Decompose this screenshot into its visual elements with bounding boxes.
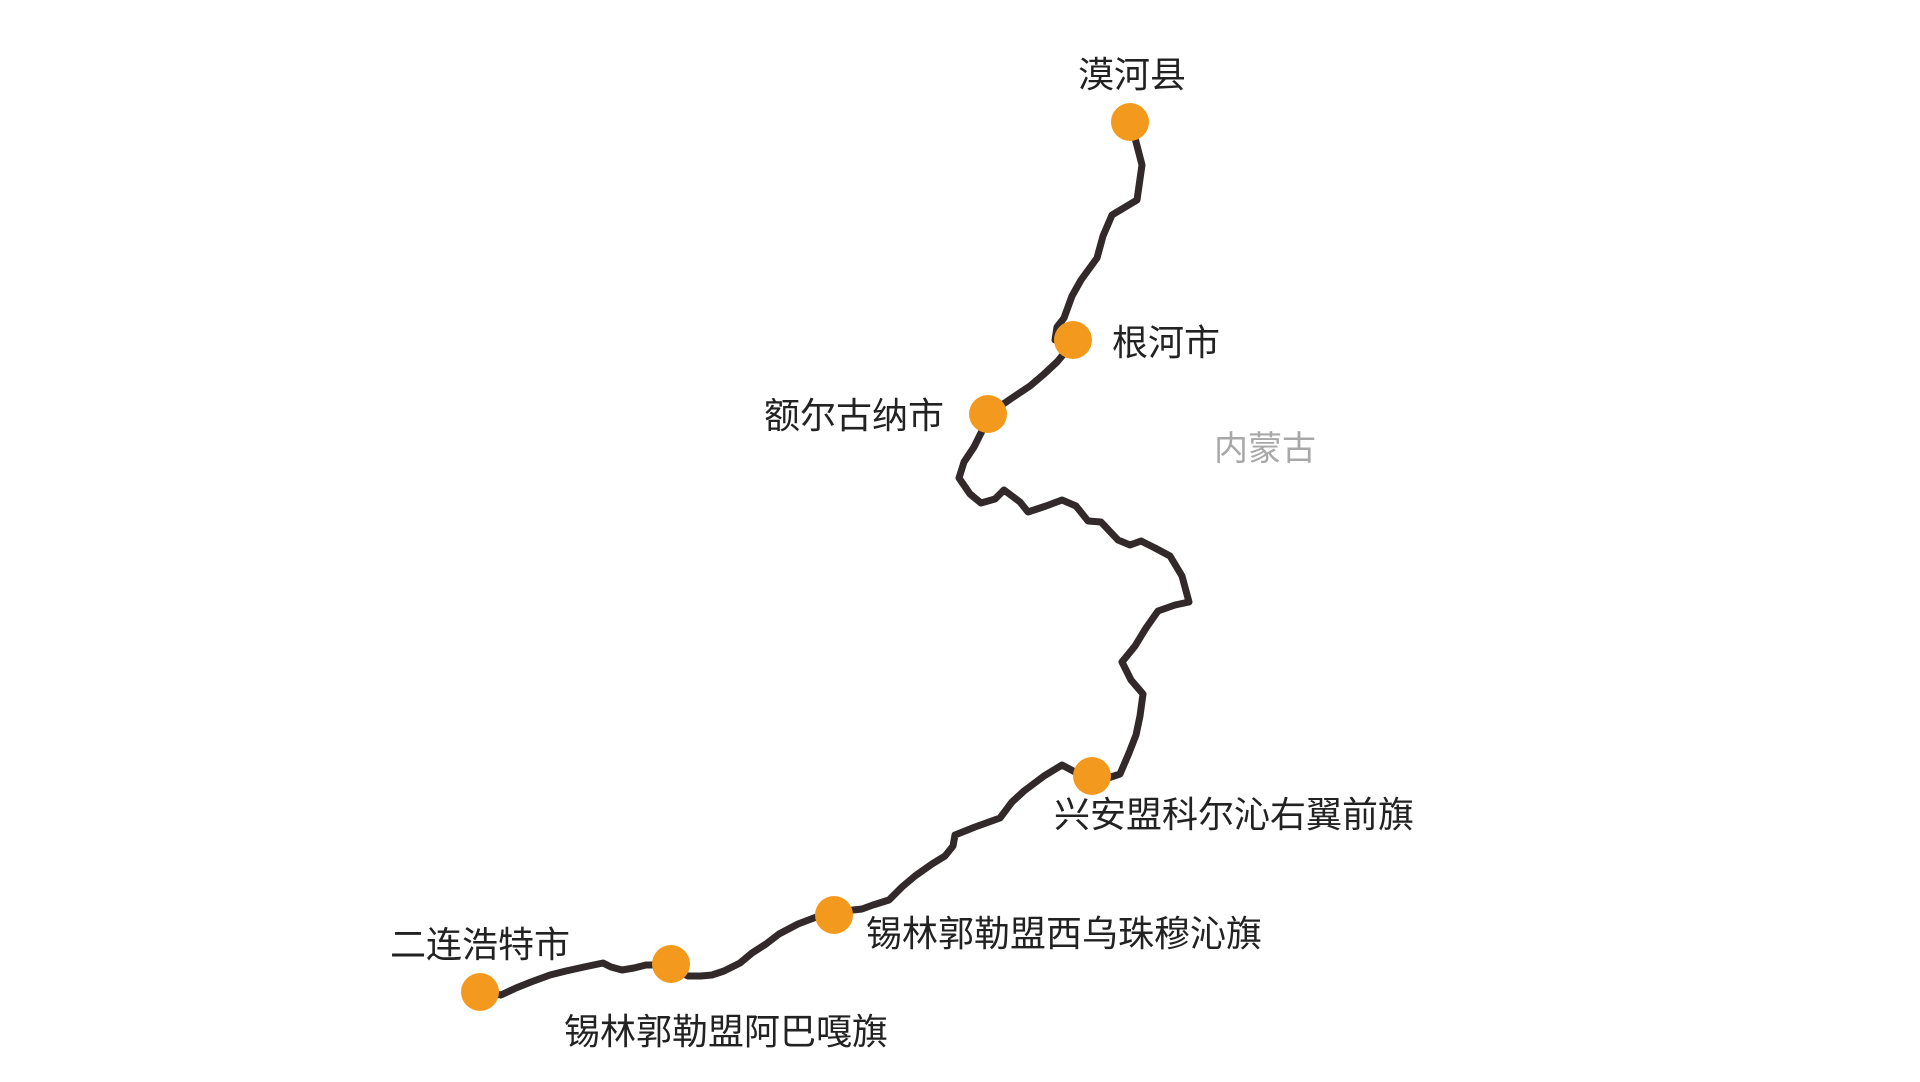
- stop-mohe: 漠河县: [1078, 55, 1186, 141]
- stop-marker: [969, 395, 1007, 433]
- stop-label: 根河市: [1112, 323, 1220, 364]
- stop-marker: [652, 945, 690, 983]
- stop-genhe: 根河市: [1054, 321, 1220, 364]
- stop-marker: [815, 896, 853, 934]
- stop-label: 漠河县: [1078, 55, 1186, 96]
- stop-erlianhaote: 二连浩特市: [390, 925, 570, 1011]
- stop-erguna: 额尔古纳市: [764, 395, 1007, 437]
- stop-marker: [1111, 103, 1149, 141]
- region-label: 内蒙古: [1214, 429, 1316, 469]
- stop-xiwuzhumuqin: 锡林郭勒盟西乌珠穆沁旗: [815, 896, 1262, 955]
- stop-marker: [461, 973, 499, 1011]
- stop-xinganmeng: 兴安盟科尔沁右翼前旗: [1054, 757, 1414, 836]
- stop-label: 额尔古纳市: [764, 396, 944, 437]
- stop-label: 兴安盟科尔沁右翼前旗: [1054, 795, 1414, 836]
- stop-label: 锡林郭勒盟西乌珠穆沁旗: [866, 914, 1262, 955]
- stop-marker: [1073, 757, 1111, 795]
- stop-label: 二连浩特市: [390, 925, 570, 966]
- stop-label: 锡林郭勒盟阿巴嘎旗: [564, 1012, 888, 1053]
- stop-marker: [1054, 321, 1092, 359]
- stop-abaga: 锡林郭勒盟阿巴嘎旗: [564, 945, 888, 1053]
- route-line: [476, 118, 1193, 999]
